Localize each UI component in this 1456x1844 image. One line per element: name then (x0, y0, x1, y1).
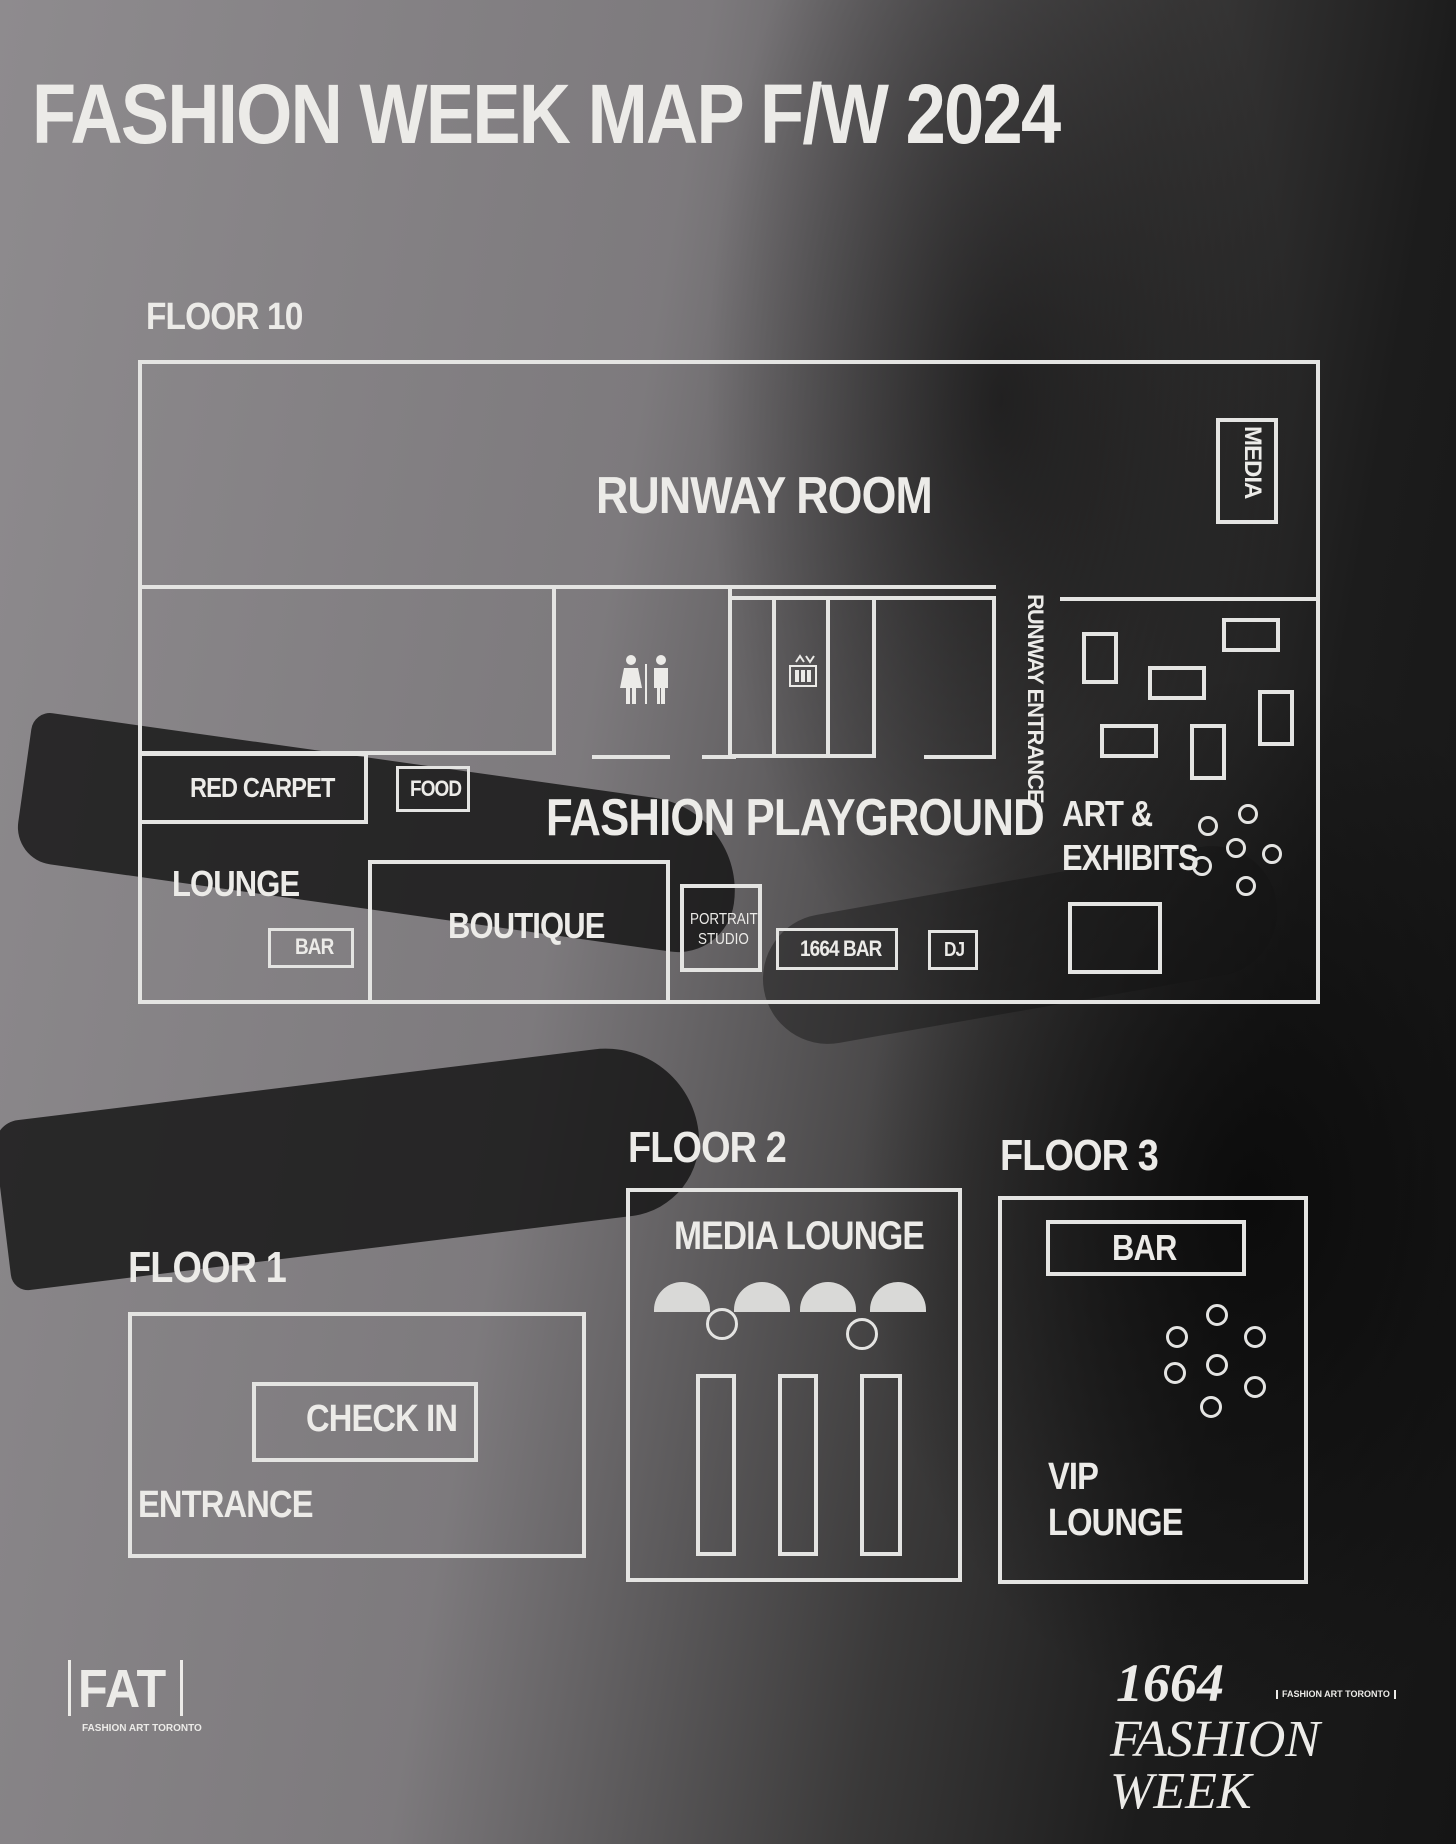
restroom-door-line (592, 755, 670, 759)
storage-room (138, 585, 556, 755)
floor3-label: FLOOR 3 (1000, 1131, 1159, 1180)
floor10-label: FLOOR 10 (146, 296, 303, 338)
shadow-hand-lower (0, 1037, 708, 1293)
check-in-desk[interactable] (252, 1382, 478, 1462)
portrait-label-1: PORTRAIT (690, 911, 758, 928)
dj-booth[interactable] (928, 930, 978, 970)
vip-label-1[interactable]: VIP (1048, 1456, 1099, 1498)
media-bench-3[interactable] (860, 1374, 902, 1556)
fat-logo-bar-left (68, 1660, 71, 1716)
check-in-label: CHECK IN (306, 1398, 458, 1440)
vip-seat-1[interactable] (1206, 1304, 1228, 1326)
shaft-3 (826, 596, 876, 758)
vip-seat-4[interactable] (1206, 1354, 1228, 1376)
red-carpet-label: RED CARPET (190, 772, 335, 803)
fat-logo-bar-right (180, 1660, 183, 1716)
portrait-studio-room[interactable] (680, 884, 762, 972)
vip-seat-2[interactable] (1166, 1326, 1188, 1348)
exhibit-panel-7[interactable] (1068, 902, 1162, 974)
brand-line-2: WEEK (1110, 1763, 1252, 1820)
bar-1664-label: 1664 BAR (800, 936, 882, 961)
vip-seat-5[interactable] (1164, 1362, 1186, 1384)
art-exhibits-label-1: ART & (1062, 793, 1153, 834)
exhibit-panel-2[interactable] (1148, 666, 1206, 700)
brand-number: 1664 (1116, 1653, 1224, 1713)
food-label: FOOD (410, 776, 462, 801)
exhibit-panel-3[interactable] (1222, 618, 1280, 652)
media-label: MEDIA (1239, 426, 1266, 499)
exhibit-pedestal-6[interactable] (1236, 876, 1256, 896)
vip-label-2[interactable]: LOUNGE (1048, 1502, 1184, 1544)
runway-room-label[interactable]: RUNWAY ROOM (596, 467, 933, 525)
exhibit-pedestal-5[interactable] (1192, 856, 1212, 876)
media-bench-1[interactable] (696, 1374, 736, 1556)
bar-3-room[interactable] (1046, 1220, 1246, 1276)
fat-logo-text: FAT (78, 1659, 167, 1719)
bar-1664-room[interactable] (776, 928, 898, 970)
exhibit-panel-5[interactable] (1100, 724, 1158, 758)
entrance-label[interactable]: ENTRANCE (138, 1484, 314, 1526)
shaft-4 (872, 596, 996, 758)
bar-3-label: BAR (1112, 1227, 1177, 1268)
floor1-label: FLOOR 1 (128, 1243, 287, 1292)
bar-10-label: BAR (295, 934, 334, 959)
food-room[interactable] (396, 766, 470, 812)
floor1-outline (128, 1312, 586, 1558)
restroom-door-line-2 (702, 755, 736, 759)
fat-logo-subtitle: FASHION ART TORONTO (82, 1723, 202, 1734)
portrait-label-2: STUDIO (698, 931, 749, 948)
fat-logo: FAT FASHION ART TORONTO (68, 1658, 202, 1744)
media-lounge-label[interactable]: MEDIA LOUNGE (674, 1214, 925, 1258)
lounge-label[interactable]: LOUNGE (172, 863, 300, 904)
elevator-icon[interactable] (788, 652, 818, 688)
elevator-shaft-1 (728, 596, 776, 758)
media-table-1[interactable] (706, 1308, 738, 1340)
bar-10-room[interactable] (268, 928, 354, 968)
exhibit-pedestal-1[interactable] (1198, 816, 1218, 836)
vip-seat-6[interactable] (1244, 1376, 1266, 1398)
lounge-top-divider (138, 820, 368, 824)
art-exhibits-label-2: EXHIBITS (1062, 837, 1199, 878)
floor2-outline (626, 1188, 962, 1582)
page-title: FASHION WEEK MAP F/W 2024 (32, 67, 1061, 161)
exhibit-panel-4[interactable] (1258, 690, 1294, 746)
dj-label: DJ (944, 939, 965, 961)
exhibit-pedestal-2[interactable] (1238, 804, 1258, 824)
fashion-playground-label[interactable]: FASHION PLAYGROUND (546, 789, 1045, 847)
exhibit-pedestal-4[interactable] (1262, 844, 1282, 864)
brand-line-1: FASHION (1110, 1711, 1320, 1768)
media-room[interactable] (1216, 418, 1278, 524)
media-bench-2[interactable] (778, 1374, 818, 1556)
exhibit-pedestal-3[interactable] (1226, 838, 1246, 858)
brand-tag: FASHION ART TORONTO (1276, 1690, 1396, 1699)
floor2-label: FLOOR 2 (628, 1123, 787, 1172)
fashion-week-brand-logo: 1664 FASHION ART TORONTO FASHION WEEK (1100, 1650, 1400, 1830)
vip-seat-3[interactable] (1244, 1326, 1266, 1348)
runway-divider-right (1060, 597, 1320, 601)
exhibit-panel-6[interactable] (1190, 724, 1226, 780)
restroom-icon[interactable] (616, 654, 676, 706)
boutique-label: BOUTIQUE (448, 905, 605, 946)
exhibit-panel-1[interactable] (1082, 632, 1118, 684)
vip-seat-7[interactable] (1200, 1396, 1222, 1418)
floor3-outline (998, 1196, 1308, 1584)
boutique-room[interactable] (368, 860, 670, 1004)
runway-entrance-label: RUNWAY ENTRANCE (1023, 594, 1048, 803)
media-table-2[interactable] (846, 1318, 878, 1350)
shaft-4-bottom (924, 755, 996, 759)
